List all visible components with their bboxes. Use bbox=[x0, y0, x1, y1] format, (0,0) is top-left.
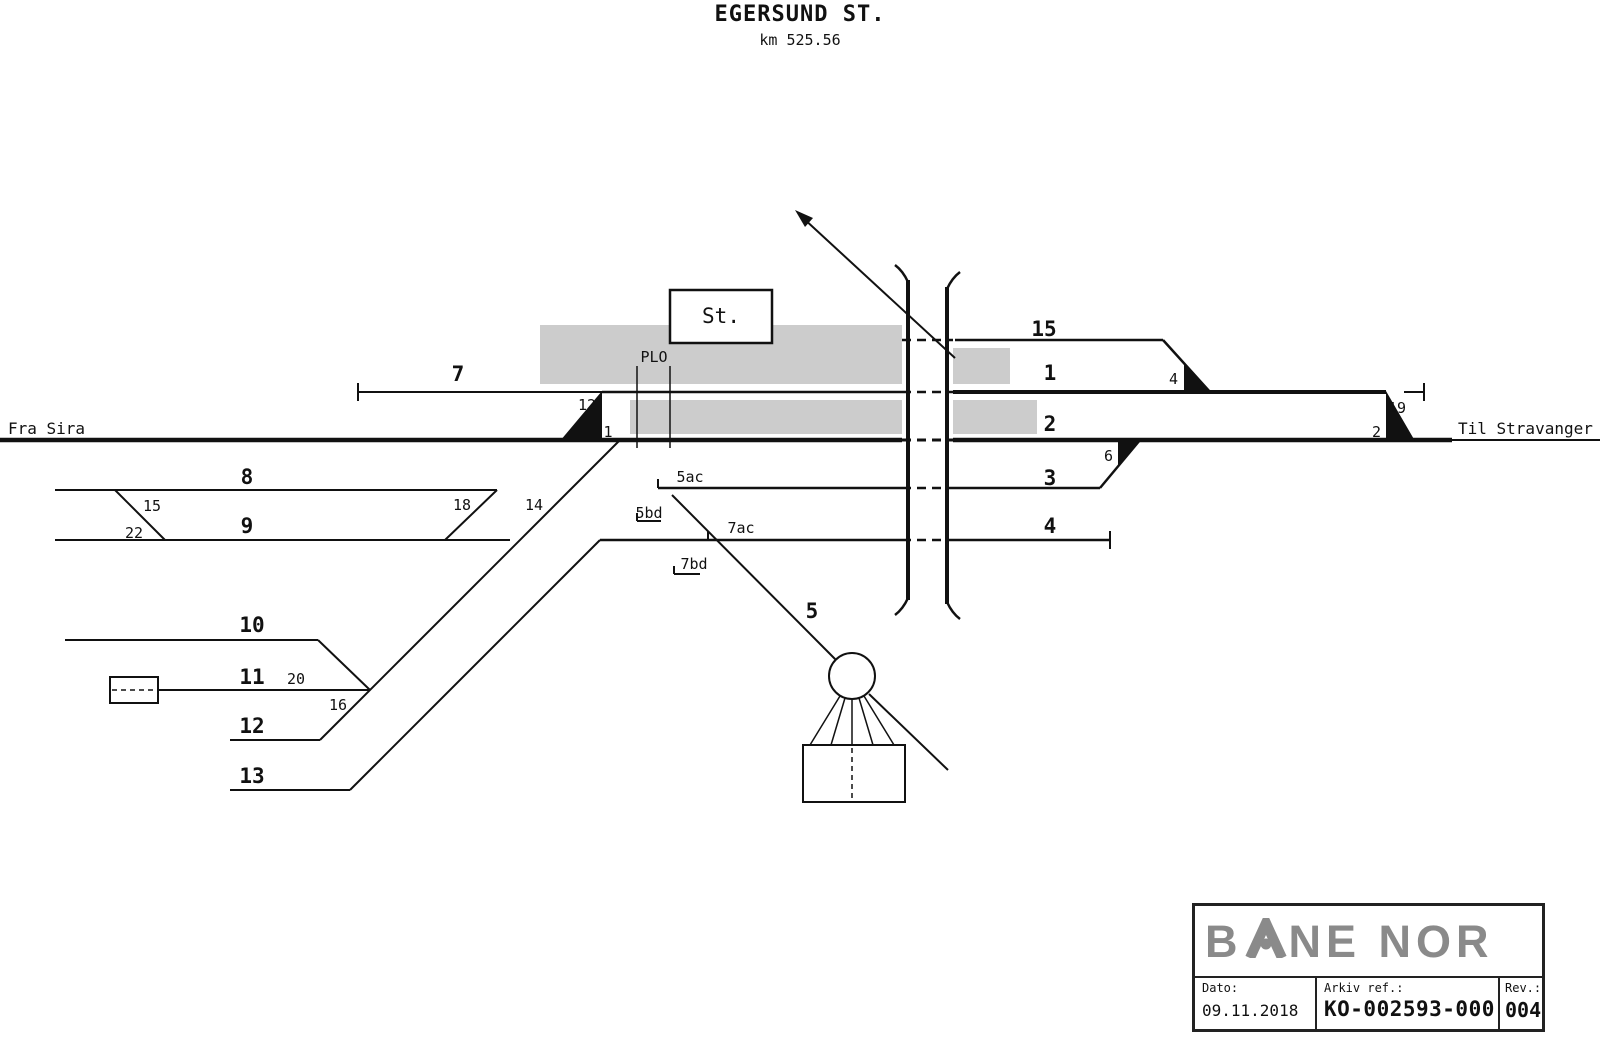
turntable-circle bbox=[828, 652, 876, 700]
endpoint-right-label: Til Stravanger bbox=[1458, 419, 1593, 438]
switch-wedge-4 bbox=[1184, 363, 1210, 391]
track-13-label: 13 bbox=[239, 764, 264, 788]
joint-7ac-label: 7ac bbox=[727, 519, 754, 537]
north-arrow-line bbox=[801, 216, 956, 359]
archive-ref-cell: Arkiv ref.: KO-002593-000 bbox=[1315, 978, 1498, 1030]
track-5-continuation bbox=[868, 693, 949, 771]
switch-12-label: 12 bbox=[578, 396, 596, 414]
bane-nor-a-mark-icon bbox=[1244, 910, 1287, 965]
road-overpass bbox=[894, 264, 961, 620]
drawing-header: EGERSUND ST. km 525.56 bbox=[0, 0, 1600, 49]
platform-upper-right bbox=[953, 348, 1010, 384]
drawing-title-block: B NE NOR Dato: 09.11.2018 Arkiv ref.: KO… bbox=[1192, 903, 1545, 1032]
switch-wedge-6 bbox=[1118, 440, 1140, 467]
switch-14-label: 14 bbox=[525, 496, 543, 514]
track-2-label: 2 bbox=[1044, 412, 1057, 436]
date-cell: Dato: 09.11.2018 bbox=[1195, 978, 1315, 1030]
track-9-label: 9 bbox=[241, 514, 254, 538]
track-13-diagonal bbox=[349, 539, 601, 791]
switch-wedge-12-1 bbox=[560, 391, 602, 441]
joint-5ac-label: 5ac bbox=[676, 468, 703, 486]
station-building-box bbox=[668, 288, 774, 345]
station-building-label: St. bbox=[702, 304, 740, 328]
brand-row: B NE NOR bbox=[1195, 906, 1542, 978]
track-3-label: 3 bbox=[1044, 466, 1057, 490]
archive-ref-label: Arkiv ref.: bbox=[1324, 981, 1404, 995]
track-10-turnout bbox=[317, 639, 371, 691]
engine-shed bbox=[802, 744, 906, 803]
track-12-label: 12 bbox=[239, 714, 264, 738]
switch-22-label: 22 bbox=[125, 524, 143, 542]
brand-letter-b: B bbox=[1205, 915, 1243, 967]
fan-track-2 bbox=[830, 697, 846, 746]
switch-18-label: 18 bbox=[453, 496, 471, 514]
overpass-hook-tl bbox=[894, 264, 910, 283]
track-5-diagonal bbox=[671, 494, 837, 661]
switch-1-label: 1 bbox=[603, 423, 612, 441]
track-10-label: 10 bbox=[239, 613, 264, 637]
joint-7bd-label: 7bd bbox=[680, 555, 707, 573]
bane-nor-logo: B NE NOR bbox=[1205, 910, 1494, 967]
switch-15-label: 15 bbox=[143, 497, 161, 515]
overpass-hook-bl bbox=[894, 597, 910, 616]
platform-lower-left bbox=[630, 400, 902, 434]
switch-20-label: 20 bbox=[287, 670, 305, 688]
joint-5bd-mark bbox=[636, 513, 661, 522]
title-block-info-row: Dato: 09.11.2018 Arkiv ref.: KO-002593-0… bbox=[1195, 978, 1542, 1030]
switch-2-label: 2 bbox=[1372, 423, 1381, 441]
date-value: 09.11.2018 bbox=[1202, 1001, 1299, 1020]
revision-label: Rev.: bbox=[1505, 981, 1542, 995]
joint-7bd-mark bbox=[673, 566, 700, 575]
track-1-label: 1 bbox=[1044, 361, 1057, 385]
switch-16-label: 16 bbox=[329, 696, 347, 714]
track-11-label: 11 bbox=[239, 665, 264, 689]
crossover-18 bbox=[444, 489, 498, 541]
crossover-15-22 bbox=[114, 489, 166, 541]
revision-value: 004 bbox=[1505, 998, 1542, 1022]
platform-lower-right bbox=[953, 400, 1037, 434]
brand-letters-rest: NE NOR bbox=[1288, 915, 1494, 967]
fan-track-1 bbox=[809, 695, 841, 746]
overpass-hook-tr bbox=[945, 271, 961, 290]
switch-19-label: 19 bbox=[1388, 399, 1406, 417]
date-label: Dato: bbox=[1202, 981, 1239, 995]
track-7-label: 7 bbox=[452, 362, 465, 386]
level-crossing-label: PLO bbox=[640, 348, 667, 366]
yard-lead-diagonal bbox=[319, 439, 621, 741]
overpass-hook-br bbox=[945, 601, 961, 620]
track-5-label: 5 bbox=[806, 599, 819, 623]
page-title: EGERSUND ST. bbox=[714, 2, 886, 27]
switch-4-label: 4 bbox=[1169, 370, 1178, 388]
switch-6-label: 6 bbox=[1104, 447, 1113, 465]
km-post: km 525.56 bbox=[759, 31, 841, 49]
switch-wedge-19-2 bbox=[1386, 391, 1415, 441]
joint-5bd-label: 5bd bbox=[635, 504, 662, 522]
track-8-label: 8 bbox=[241, 465, 254, 489]
overpass-dashed-tracks bbox=[902, 338, 953, 542]
north-arrow-head bbox=[795, 210, 813, 227]
shed-fan-tracks bbox=[809, 695, 895, 746]
fan-track-5 bbox=[863, 695, 895, 746]
track-15-label: 15 bbox=[1031, 317, 1056, 341]
revision-cell: Rev.: 004 bbox=[1498, 978, 1542, 1030]
endpoint-left-label: Fra Sira bbox=[8, 419, 85, 438]
track-4-label: 4 bbox=[1044, 514, 1057, 538]
fan-track-4 bbox=[858, 697, 874, 746]
archive-ref-value: KO-002593-000 bbox=[1324, 997, 1495, 1021]
